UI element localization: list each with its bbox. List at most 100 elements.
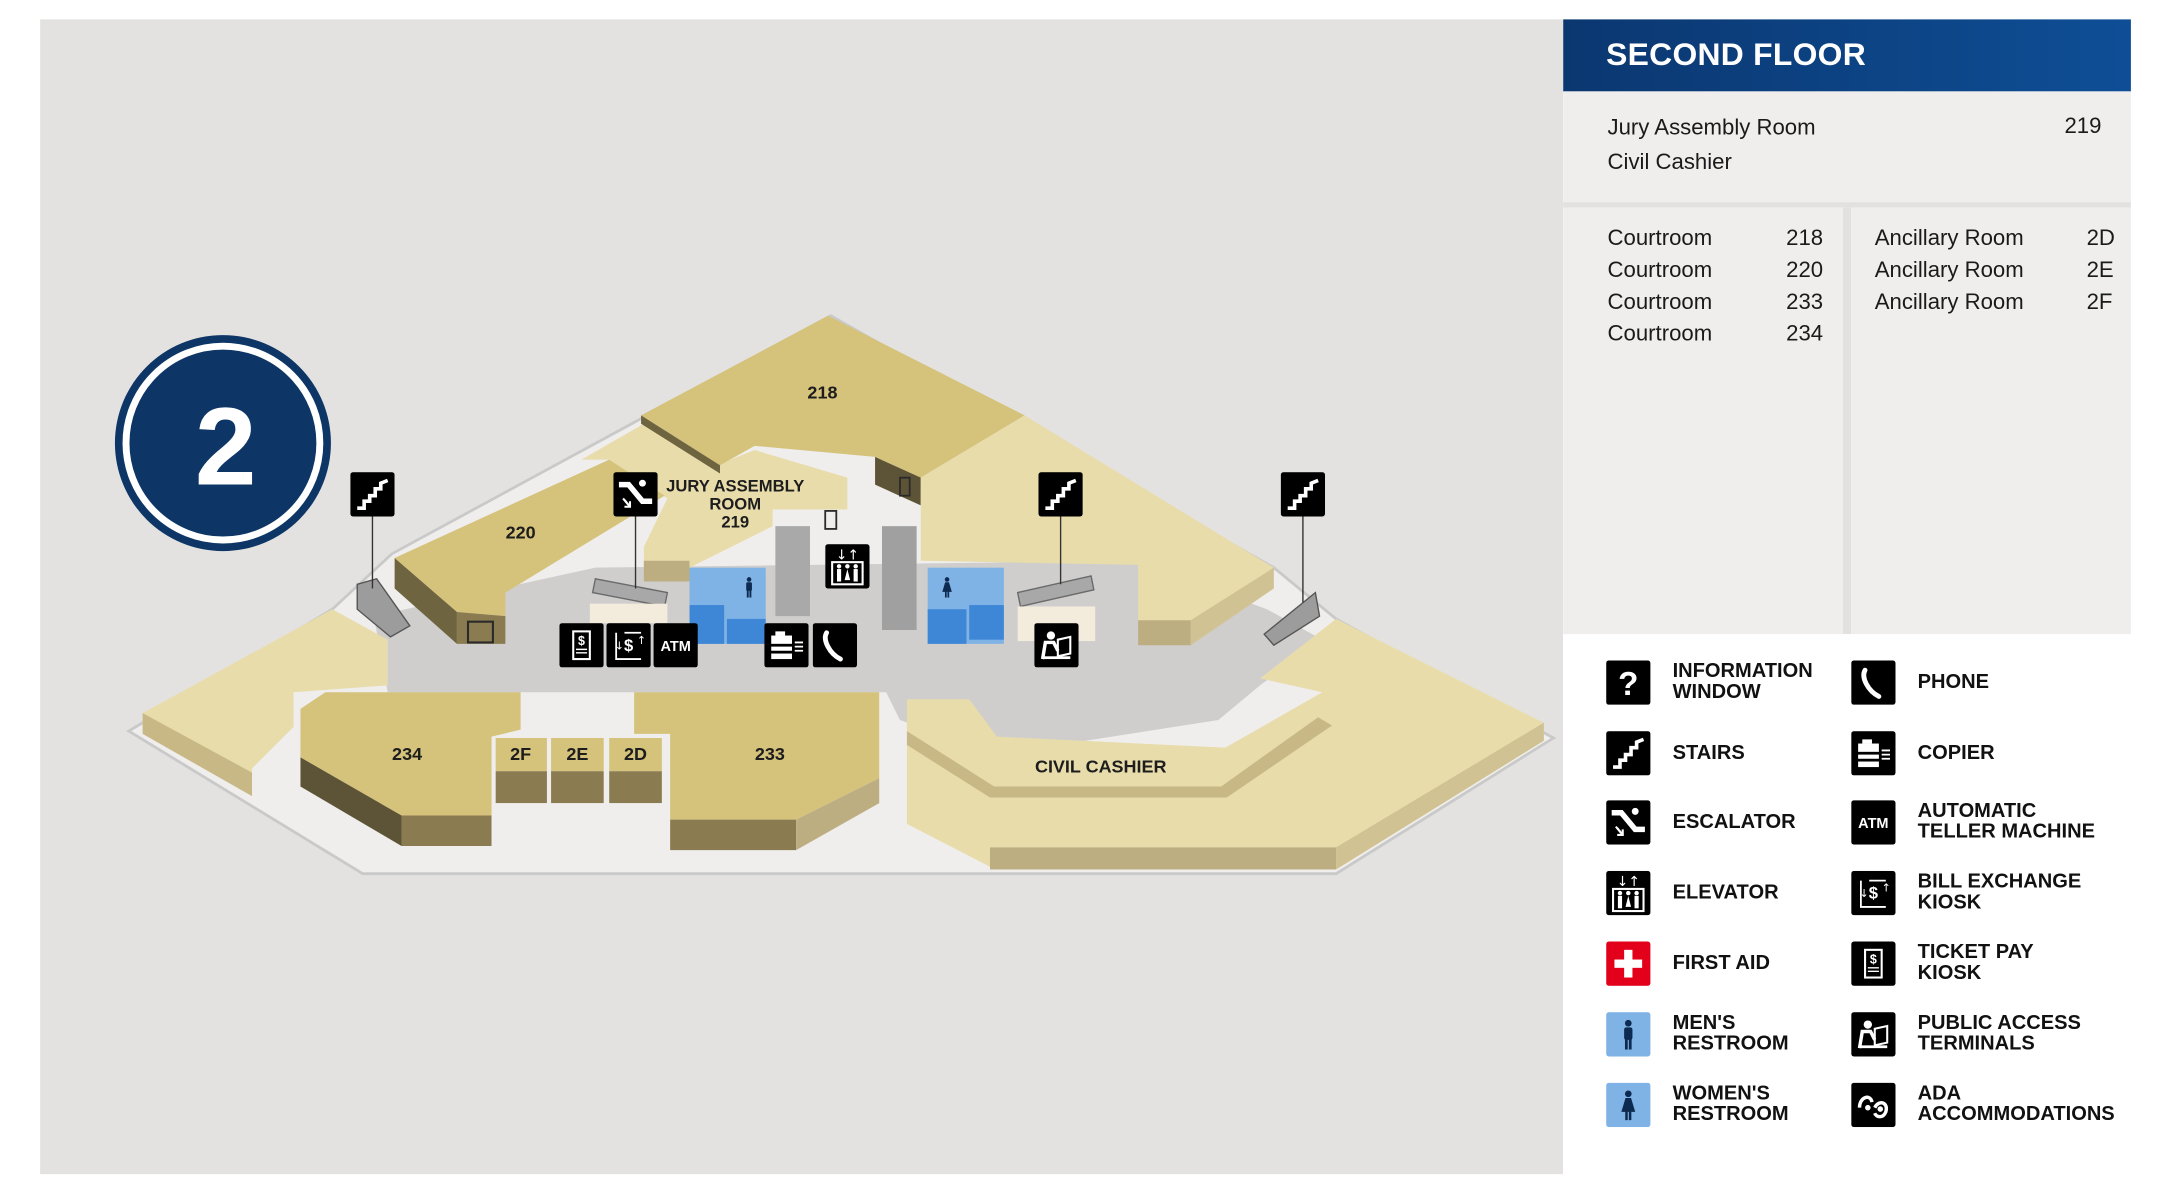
ancillary-name: Ancillary Room xyxy=(1874,290,2024,315)
room-220-face-2 xyxy=(456,611,506,644)
mens-restroom-lower2 xyxy=(726,618,766,644)
legend-item-escalator: ESCALATOR xyxy=(1606,800,1796,844)
courtroom-number: 218 xyxy=(1786,227,1824,251)
room-218-door[interactable] xyxy=(899,476,911,497)
ada-icon xyxy=(1851,1082,1896,1128)
room-220-door[interactable] xyxy=(466,620,494,644)
atm-icon[interactable]: ATM xyxy=(653,623,698,668)
womens-restroom-lower xyxy=(927,609,967,644)
room-218[interactable] xyxy=(641,315,1025,478)
room-2f-label: 2F xyxy=(510,744,531,764)
courtroom-list: Courtroom 218 Courtroom 220 Courtroom 23… xyxy=(1563,207,1843,635)
legend-item-elevator: ELEVATOR xyxy=(1606,870,1779,916)
jury-assembly-room[interactable] xyxy=(581,423,848,568)
courtroom-name: Courtroom xyxy=(1607,227,1713,251)
civil-cashier-face-2 xyxy=(1336,722,1544,870)
left-wing-face xyxy=(142,713,252,797)
room-234-label: 234 xyxy=(392,744,422,764)
courtroom-name: Courtroom xyxy=(1607,258,1713,283)
legend-item-atm: AUTOMATIC TELLER MACHINE xyxy=(1851,800,2095,845)
kiosk-bank-left xyxy=(589,603,668,624)
phone-icon[interactable] xyxy=(813,623,857,667)
stairs-icon[interactable] xyxy=(1038,472,1083,517)
ticket-pay-icon[interactable] xyxy=(559,623,604,668)
column-divider xyxy=(1842,207,1852,635)
floor-badge-ring xyxy=(122,342,324,544)
legend-label: PHONE xyxy=(1917,670,1990,693)
room-234-face xyxy=(300,757,402,846)
elevator-shaft-right xyxy=(881,526,917,630)
escalator-right[interactable] xyxy=(1016,575,1095,608)
copier-icon[interactable] xyxy=(764,623,809,668)
civil-cashier-face xyxy=(989,847,1337,870)
elevator-icon[interactable] xyxy=(825,544,870,589)
public-access-icon xyxy=(1851,1012,1896,1057)
floor-map: 218 220 JURY ASSEMBLY ROOM 219 234 2F 2E… xyxy=(40,19,1564,1175)
legend-label: WOMEN'S RESTROOM xyxy=(1672,1082,1789,1126)
legend-label: STAIRS xyxy=(1672,741,1745,764)
information-icon xyxy=(1606,660,1651,705)
legend-label: PUBLIC ACCESS TERMINALS xyxy=(1917,1012,2081,1056)
legend-label: ADA ACCOMMODATIONS xyxy=(1917,1082,2115,1126)
panel-title: SECOND FLOOR xyxy=(1606,35,1867,72)
ancillary-list: Ancillary Room 2D Ancillary Room 2E Anci… xyxy=(1851,207,2131,635)
legend-label: INFORMATION WINDOW xyxy=(1672,660,1813,704)
bill-exchange-icon xyxy=(1851,870,1896,916)
mens-restroom-icon xyxy=(1606,1012,1651,1057)
legend-item-womens-restroom: WOMEN'S RESTROOM xyxy=(1606,1082,1789,1128)
legend-label: FIRST AID xyxy=(1672,951,1771,975)
directory-panel: SECOND FLOOR Jury Assembly Room 219 Civi… xyxy=(1563,19,2131,1175)
room-2d[interactable] xyxy=(609,737,662,772)
stairs-icon[interactable] xyxy=(1280,472,1326,517)
escalator-icon xyxy=(1606,800,1650,844)
room-218-label: 218 xyxy=(807,383,837,403)
room-233-face xyxy=(670,819,797,851)
legend-item-information: INFORMATION WINDOW xyxy=(1606,660,1813,705)
room-220[interactable] xyxy=(394,459,665,617)
ancillary-name: Ancillary Room xyxy=(1874,258,2024,283)
phone-icon xyxy=(1851,660,1895,704)
divider xyxy=(1563,202,2131,208)
legend-label: COPIER xyxy=(1917,741,1995,764)
legend-label: BILL EXCHANGE KIOSK xyxy=(1917,870,2082,914)
room-220-label: 220 xyxy=(506,523,536,543)
ancillary-name: Ancillary Room xyxy=(1874,227,2024,251)
legend-label: ESCALATOR xyxy=(1672,810,1796,833)
legend-item-public-access: PUBLIC ACCESS TERMINALS xyxy=(1851,1012,2081,1057)
copier-icon xyxy=(1851,731,1896,776)
legend: INFORMATION WINDOW STAIRS ESCALATOR ELEV… xyxy=(1563,634,2131,1175)
legend-item-ada: ADA ACCOMMODATIONS xyxy=(1851,1082,2115,1128)
ancillary-number: 2D xyxy=(2086,227,2115,251)
stairs-left[interactable] xyxy=(356,577,411,638)
bill-exchange-icon[interactable] xyxy=(606,623,651,668)
room-2f[interactable] xyxy=(495,737,547,772)
courtroom-name: Courtroom xyxy=(1607,322,1713,347)
stairs-icon[interactable] xyxy=(350,472,395,517)
stairs-right[interactable] xyxy=(1263,591,1321,647)
elevator-icon xyxy=(1606,870,1651,916)
room-2f-face xyxy=(495,771,547,804)
legend-item-bill-exchange: BILL EXCHANGE KIOSK xyxy=(1851,870,2082,916)
civil-cashier[interactable] xyxy=(906,618,1544,867)
courtroom-number: 234 xyxy=(1786,322,1824,347)
featured-name: Jury Assembly Room xyxy=(1607,116,1816,140)
room-233[interactable] xyxy=(634,692,880,820)
room-233-label: 233 xyxy=(755,744,785,764)
ticket-pay-icon xyxy=(1851,941,1896,986)
escalator-icon[interactable] xyxy=(613,472,657,516)
civil-cashier-label: CIVIL CASHIER xyxy=(1035,757,1167,777)
jury-door[interactable] xyxy=(824,510,838,530)
room-220-face xyxy=(394,557,457,644)
legend-item-ticket-pay: TICKET PAY KIOSK xyxy=(1851,941,2034,986)
room-218-face xyxy=(641,415,720,474)
public-access-icon[interactable] xyxy=(1034,623,1079,668)
legend-item-first-aid: FIRST AID xyxy=(1606,941,1771,986)
room-234[interactable] xyxy=(300,692,521,816)
right-wing-face-2 xyxy=(1190,567,1274,646)
stairs-icon xyxy=(1606,731,1651,776)
legend-label: TICKET PAY KIOSK xyxy=(1917,941,2034,985)
atm-icon xyxy=(1851,800,1896,845)
legend-item-mens-restroom: MEN'S RESTROOM xyxy=(1606,1012,1789,1057)
room-2e[interactable] xyxy=(551,737,604,772)
